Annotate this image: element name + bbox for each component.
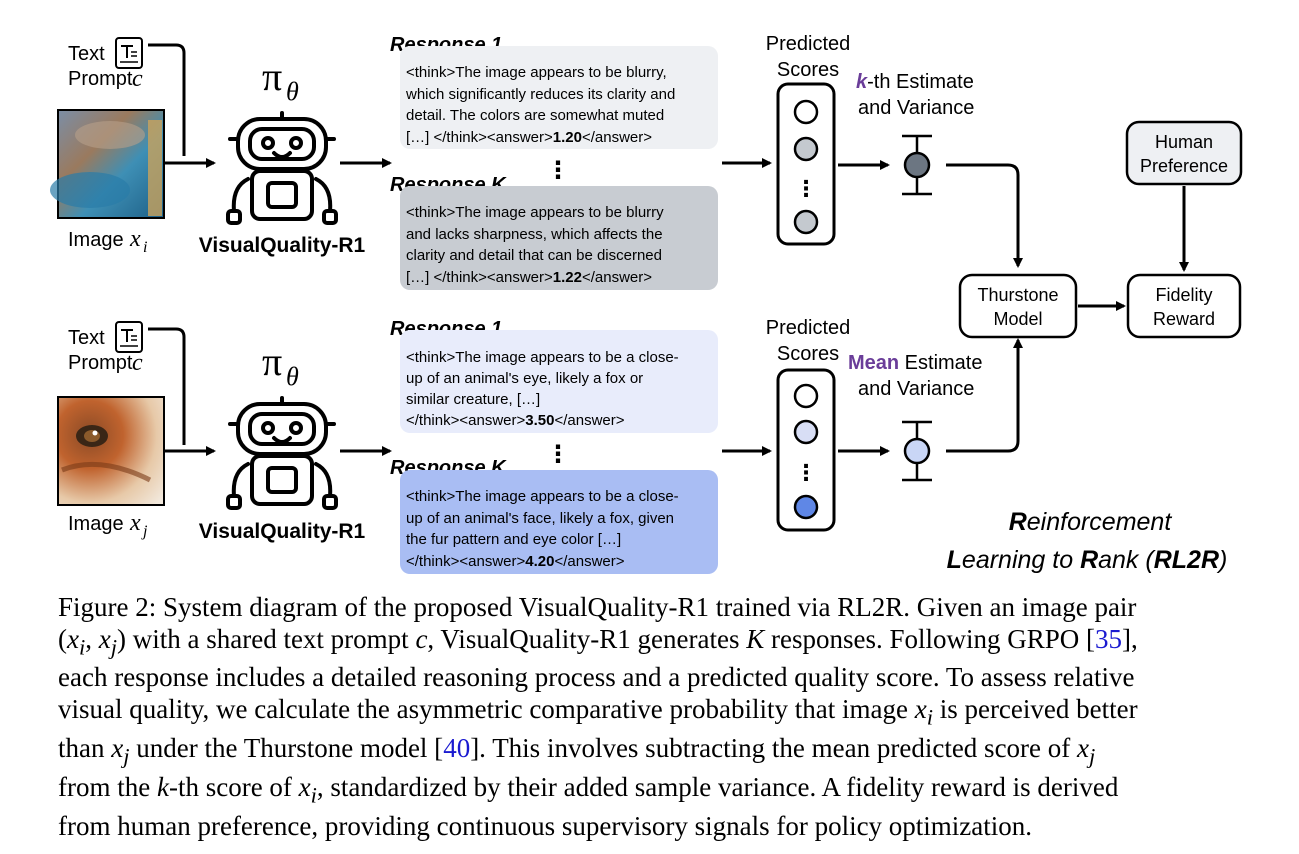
scores-ellipsis: ⋮ xyxy=(795,176,817,201)
human-pref-line2: Preference xyxy=(1140,156,1228,176)
response-card: <think>The image appears to be a close- … xyxy=(400,330,718,433)
score-circle xyxy=(793,494,819,520)
response-card: <think>The image appears to be blurry, w… xyxy=(400,46,718,149)
score-circle xyxy=(793,99,819,125)
fidelity-line2: Reward xyxy=(1153,309,1215,329)
response-line: <think>The image appears to be blurry xyxy=(406,204,664,221)
human-pref-line1: Human xyxy=(1155,132,1213,152)
ellipsis: ⋮ xyxy=(546,157,570,184)
scores-label: Scores xyxy=(777,59,839,81)
image-var: x xyxy=(129,510,141,536)
prompt-connector xyxy=(148,327,186,445)
response-line: <think>The image appears to be a close- xyxy=(406,349,679,366)
response-line: and lacks sharpness, which affects the xyxy=(406,226,663,243)
text-label: Text xyxy=(68,327,105,349)
caption-line: each response includes a detailed reason… xyxy=(58,662,1135,693)
image-xj xyxy=(57,396,165,506)
model-name: VisualQuality-R1 xyxy=(199,234,366,257)
prompt-var: c xyxy=(132,66,143,92)
text-label: Text xyxy=(68,43,105,65)
variance-label: and Variance xyxy=(858,97,974,119)
scores-label: Scores xyxy=(777,343,839,365)
score-circle xyxy=(793,209,819,235)
caption-line: than xj under the Thurstone model [40]. … xyxy=(58,732,1096,769)
response-line: up of an animal's eye, likely a fox or xyxy=(406,370,643,387)
response-card-bg xyxy=(400,470,718,574)
image-sub: j xyxy=(141,523,148,540)
caption-line: from human preference, providing continu… xyxy=(58,810,1033,841)
response-line: up of an animal's face, likely a fox, gi… xyxy=(406,510,674,527)
document-icon xyxy=(115,37,143,69)
caption-line: visual quality, we calculate the asymmet… xyxy=(58,693,1138,730)
thurstone-line2: Model xyxy=(993,309,1042,329)
scores-ellipsis: ⋮ xyxy=(795,460,817,485)
image-var: x xyxy=(129,226,141,252)
response-line: clarity and detail that can be discerned xyxy=(406,247,662,264)
response-answer: […] </think><answer>1.22</answer> xyxy=(406,269,652,286)
rl2r-title-line1: Reinforcement xyxy=(1009,508,1173,536)
ellipsis: ⋮ xyxy=(546,441,570,468)
document-icon xyxy=(115,321,143,353)
scores-box xyxy=(776,82,836,246)
image-sub: i xyxy=(143,239,147,256)
response-card: <think>The image appears to be a close- … xyxy=(400,470,718,574)
row-1: Text Prompt c Image x i π θ xyxy=(50,33,1023,290)
policy-subscript: θ xyxy=(286,362,299,391)
row-2: Text Prompt c Image x j π θ xyxy=(57,317,1023,574)
fidelity-line1: Fidelity xyxy=(1155,285,1212,305)
response-answer: […] </think><answer>1.20</answer> xyxy=(406,129,652,146)
caption-line: from the k-th score of xi, standardized … xyxy=(58,771,1119,808)
arrow-to-thurstone xyxy=(946,338,1023,453)
estimate-label: k-th Estimate xyxy=(856,71,974,93)
prompt-var: c xyxy=(132,350,143,376)
response-line: <think>The image appears to be blurry, xyxy=(406,64,667,81)
robot-icon xyxy=(226,396,338,510)
prompt-connector xyxy=(148,43,186,156)
rl2r-title-line2: Learning to Rank (RL2R) xyxy=(947,546,1228,574)
response-answer: </think><answer>4.20</answer> xyxy=(406,553,625,570)
figure-caption: Figure 2: System diagram of the proposed… xyxy=(58,592,1248,842)
human-preference: Human Preference xyxy=(1125,120,1243,186)
image-label: Image xyxy=(68,229,124,251)
predicted-label: Predicted xyxy=(766,33,851,55)
policy-symbol: π xyxy=(262,54,282,99)
response-answer: </think><answer>3.50</answer> xyxy=(406,412,625,429)
citation-link[interactable]: 35 xyxy=(1095,623,1123,654)
variance-label: and Variance xyxy=(858,378,974,400)
citation-link[interactable]: 40 xyxy=(443,732,471,763)
caption-line: (xi, xj) with a shared text prompt c, Vi… xyxy=(58,623,1138,659)
response-line: the fur pattern and eye color […] xyxy=(406,531,621,548)
prompt-label: Prompt xyxy=(68,68,133,90)
fidelity-reward: Fidelity Reward xyxy=(1126,273,1242,339)
response-line: which significantly reduces its clarity … xyxy=(405,86,675,103)
response-card-bg xyxy=(400,186,718,290)
robot-icon xyxy=(226,111,338,225)
policy-subscript: θ xyxy=(286,77,299,106)
thurstone-line1: Thurstone xyxy=(977,285,1058,305)
score-circle xyxy=(793,419,819,445)
predicted-label: Predicted xyxy=(766,317,851,339)
image-label: Image xyxy=(68,513,124,535)
response-card-bg xyxy=(400,330,718,433)
scores-box xyxy=(776,368,836,532)
response-card: <think>The image appears to be blurry an… xyxy=(400,186,718,290)
prompt-label: Prompt xyxy=(68,352,133,374)
image-xi xyxy=(50,109,165,219)
estimate-label: Mean Estimate xyxy=(848,352,982,374)
system-diagram: Text Prompt c Image x i π θ xyxy=(50,33,1243,574)
response-card-bg xyxy=(400,46,718,149)
thurstone-model: Thurstone Model xyxy=(958,273,1078,339)
arrow-to-thurstone xyxy=(946,163,1023,268)
response-line: detail. The colors are somewhat muted xyxy=(406,107,664,124)
model-name: VisualQuality-R1 xyxy=(199,520,366,543)
response-line: similar creature, […] xyxy=(406,391,540,408)
estimate-errorbar xyxy=(902,134,932,196)
score-circle xyxy=(793,383,819,409)
estimate-errorbar xyxy=(902,420,932,482)
caption-line: Figure 2: System diagram of the proposed… xyxy=(58,592,1137,622)
policy-symbol: π xyxy=(262,339,282,384)
response-line: <think>The image appears to be a close- xyxy=(406,488,679,505)
score-circle xyxy=(793,136,819,162)
